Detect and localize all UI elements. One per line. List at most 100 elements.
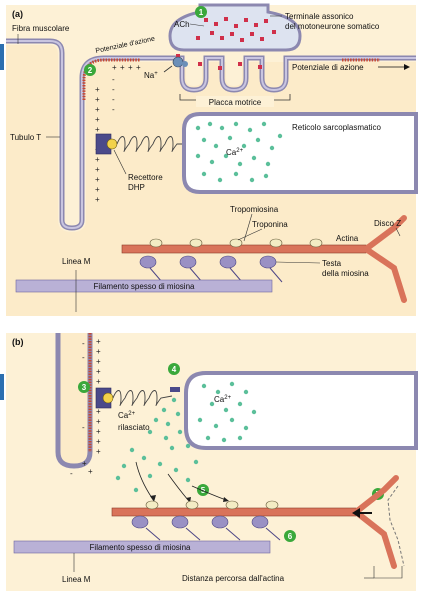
ryanodine-spring [116,136,184,152]
z-disc-a [363,215,407,303]
page-edge-marker [0,44,4,70]
calcium-dots-sr-b [197,381,257,443]
svg-text:+: + [96,337,101,346]
sarcoplasmic-reticulum [182,112,418,194]
ca-released-label: Ca2+ [118,411,136,420]
svg-text:+: + [96,367,101,376]
thick-filament-label-b: Filamento spesso di miosina [90,543,191,552]
svg-text:-: - [112,95,115,104]
dhp-receptor [95,133,118,155]
sr-label: Reticolo sarcoplasmatico [292,123,381,132]
ca-label-a: Ca2+ [226,148,244,157]
dhp-receptor-b [95,387,114,409]
m-line-label-b: Linea M [62,575,91,584]
actin-filament-b [111,507,357,517]
ca-label-b-sup: 2+ [224,395,231,401]
ryanodine-spring-b [112,390,173,406]
svg-text:+: + [120,63,125,72]
na-channel [172,56,188,68]
svg-text:+: + [95,125,100,134]
na-label-text: Na [144,71,155,80]
step-1-number: 1 [199,8,204,17]
na-label-sup: + [154,71,158,77]
actin-distance-label: Distanza percorsa dall'actina [182,574,285,583]
axon-terminal-label-1: Terminale assonico [285,12,354,21]
troponin-leader [237,228,263,241]
svg-text:+: + [95,175,100,184]
ca-released-label-2: rilasciato [118,423,150,432]
svg-text:-: - [112,85,115,94]
svg-text:+: + [96,357,101,366]
calcium-dots-a [195,121,283,183]
svg-text:-: - [112,105,115,114]
myosin-heads-b [131,515,281,541]
step-3-badge: 3 [78,381,90,393]
svg-text:+: + [96,377,101,386]
svg-text:+: + [96,407,101,416]
svg-text:+: + [95,85,100,94]
calcium-dots-released [115,397,199,493]
panel-b: (b) ++++ ++++ ++++ ---- 3 4 5 [0,333,418,591]
muscle-fiber-label: Fibra muscolare [12,24,70,33]
ap-right-arrowhead [404,64,410,70]
svg-text:+: + [95,185,100,194]
ca-released-label-text: Ca [118,411,129,420]
svg-text:+: + [88,467,93,476]
sarcolemma-highlight [6,40,416,230]
thin-filament-a [121,215,407,303]
svg-text:+: + [112,63,117,72]
page-edge-marker-b [0,374,4,400]
panel-b-letter: (b) [12,337,24,347]
z-disc-original-position [387,485,405,567]
svg-text:-: - [70,469,73,478]
distance-bracket [373,566,403,579]
axon-terminal-label-2: del motoneurone somatico [285,22,380,31]
svg-text:+: + [96,417,101,426]
svg-text:+: + [82,459,87,468]
ach-leader [189,23,205,27]
na-arrow [163,65,173,73]
myosin-heads-a [139,255,283,283]
ca-label-a-sup: 2+ [236,148,243,154]
ach-vesicles [176,17,276,70]
svg-text:+: + [95,195,100,204]
thick-filament-b [13,540,271,554]
tropomyosin-label: Tropomiosina [230,205,279,214]
svg-text:+: + [136,63,141,72]
dhp-label-2: DHP [128,183,145,192]
na-label: Na+ [144,71,158,80]
dhp-leader [113,149,127,175]
svg-text:-: - [82,339,85,348]
ca-label-b-text: Ca [214,395,225,404]
t-tubule-b [55,333,93,469]
z-disc-b [353,475,399,569]
sarcoplasmic-reticulum-b [184,371,418,450]
ca-released-label-sup: 2+ [128,411,135,417]
z-disc-leader [395,227,401,237]
myosin-head-leader [275,261,321,264]
step-2-number: 2 [88,66,93,75]
ca-label-a-text: Ca [226,148,237,157]
svg-text:+: + [96,447,101,456]
membrane-charges-b: ++++ ++++ ++++ ---- [70,337,101,478]
thick-filament-label-a: Filamento spesso di miosina [94,282,195,291]
dhp-label-1: Recettore [128,173,163,182]
svg-text:+: + [96,437,101,446]
troponin-complexes-a [149,238,323,248]
m-line-label-a: Linea M [62,257,91,266]
step-5-badge: 5 [197,484,209,496]
thick-filament-a [15,279,273,293]
svg-text:+: + [95,115,100,124]
t-tubule-lumen-b [58,333,90,466]
svg-text:+: + [95,165,100,174]
z-disc-label: Disco Z [374,219,401,228]
ap-right-label: Potenziale di azione [292,63,364,72]
svg-text:-: - [82,353,85,362]
svg-text:+: + [96,427,101,436]
ca-label-b: Ca2+ [214,395,232,404]
t-tubule-label: Tubulo T [10,133,41,142]
panel-a-letter: (a) [12,9,23,19]
troponin-complexes-b [145,500,279,510]
